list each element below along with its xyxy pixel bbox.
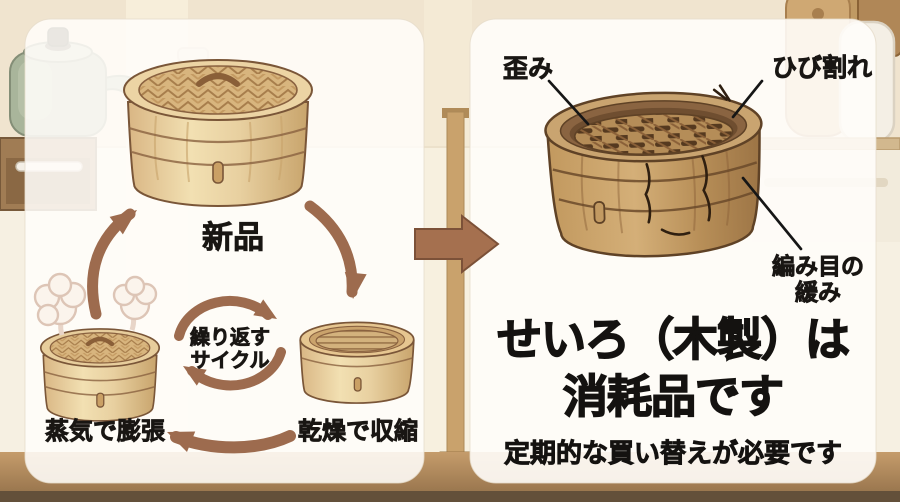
table-edge: [0, 491, 900, 502]
warp-label: 歪み: [503, 55, 554, 84]
flow-arrows-icon: [87, 200, 367, 454]
headline-line2: 消耗品です: [562, 370, 785, 423]
dry-steamer-icon: [299, 321, 415, 404]
dry-shrink-label: 乾燥で収縮: [298, 418, 419, 446]
new-steamer-icon: [123, 59, 313, 207]
crack-label: ひび割れ: [772, 54, 873, 83]
steam-expand-label: 蒸気で膨張: [45, 418, 166, 446]
headline: せいろ（木製）は 消耗品です: [470, 311, 876, 425]
crack-marks: [644, 84, 731, 236]
cycle-label-line1: 繰り返す: [190, 327, 271, 350]
loose-weave-line2: 緩み: [795, 279, 842, 306]
cycle-label: 繰り返す サイクル: [168, 327, 292, 373]
new-steamer-label: 新品: [202, 220, 265, 256]
steaming-steamer-icon: [39, 328, 161, 422]
cycle-label-line2: サイクル: [190, 350, 270, 373]
loose-weave-line1: 編み目の: [772, 253, 865, 280]
steam-clouds-icon: [33, 272, 158, 336]
damaged-steamer-icon: [544, 84, 763, 258]
loose-weave-label: 編み目の 緩み: [758, 253, 878, 306]
pointer-lines: [547, 79, 803, 251]
right-arrow-icon: [414, 213, 500, 275]
cycle-arrows-icon: [174, 295, 286, 391]
subtitle: 定期的な買い替えが必要です: [503, 438, 843, 469]
headline-line1: せいろ（木製）は: [496, 313, 851, 366]
